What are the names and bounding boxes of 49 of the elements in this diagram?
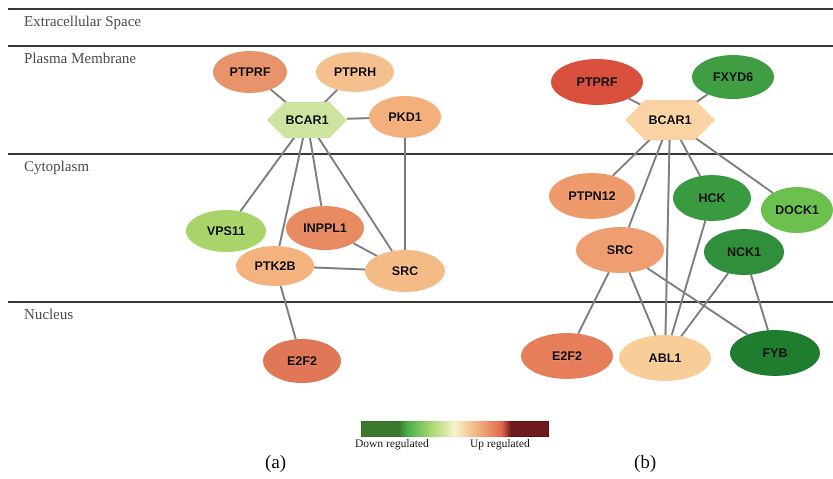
interaction-line [628,98,642,106]
panel-label: (a) [265,452,286,474]
compartment-label: Plasma Membrane [24,51,136,68]
gene-node: PTK2B [236,246,314,286]
gene-node: PKD1 [369,96,441,138]
interaction-line [693,136,774,194]
gene-node: SRC [576,227,664,273]
compartment-label: Extracellular Space [24,14,142,31]
interaction-line [280,286,297,340]
interaction-line [270,88,289,105]
gene-node: PTPRF [551,59,643,105]
gene-node: PTPRH [316,52,394,92]
compartment-label: Cytoplasm [24,159,90,176]
legend-label: Down regulated [355,438,429,450]
panel-label: (b) [634,452,656,474]
gene-node: PTPN12 [549,173,635,219]
interaction-line [352,242,378,257]
gene-node: E2F2 [263,339,341,383]
gene-node: PTPRF [213,51,287,93]
interaction-line [346,117,370,120]
gene-node: DOCK1 [761,187,833,233]
gene-node: E2F2 [521,333,613,379]
interaction-line [314,266,366,270]
interaction-line [628,272,657,336]
interaction-line [240,136,296,212]
interaction-line [628,139,664,228]
gene-node: HCK [673,175,751,221]
gene-node: ABL1 [619,335,711,381]
interaction-line [577,272,610,334]
interaction-line [680,272,730,338]
interaction-line [322,89,338,104]
interaction-line [664,140,671,336]
gene-node: SRC [365,250,445,292]
interaction-line [750,274,769,331]
gene-node: FXYD6 [692,55,774,99]
interaction-line [680,138,702,177]
interaction-line [317,136,393,252]
gene-node: FYB [730,330,820,376]
compartment-label: Nucleus [24,307,74,324]
gene-node: INPPL1 [286,206,364,250]
interaction-line [404,138,406,250]
interaction-line [646,267,748,336]
interaction-line [278,138,304,246]
legend-label: Up regulated [470,438,530,450]
interaction-line [309,138,322,206]
interaction-line [670,220,706,336]
gene-node: NCK1 [704,229,784,275]
gene-node: VPS11 [186,210,266,252]
interaction-line [694,93,708,104]
